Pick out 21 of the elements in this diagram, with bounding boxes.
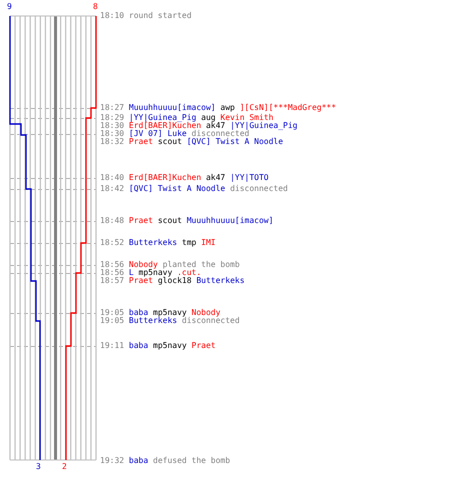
log-entry: 18:30 [JV 07] Luke disconnected [100, 130, 250, 138]
log-entry: 19:05 baba mp5navy Nobody [100, 309, 220, 317]
log-entry: 18:40 Erd[BAER]Kuchen ak47 |YY|TOTO [100, 174, 269, 182]
log-entry: 18:48 Praet scout Muuuhhuuuu[imacow] [100, 217, 274, 225]
team-count: 2 [62, 463, 67, 471]
log-entry: 18:42 [QVC] Twist A Noodle disconnected [100, 185, 288, 193]
log-entry: 18:27 Muuuhhuuuu[imacow] awp ][CsN][***MadGreg*** [100, 104, 336, 112]
log-entry: 19:32 baba defused the bomb [100, 457, 230, 465]
team-count: 3 [36, 463, 41, 471]
log-entry: 18:52 Butterkeks tmp IMI [100, 239, 216, 247]
team-count: 9 [7, 3, 12, 11]
log-entry: 18:32 Praet scout [QVC] Twist A Noodle [100, 138, 284, 146]
log-entry: 18:56 L mp5navy .cut. [100, 269, 202, 277]
log-entry: 18:57 Praet glock18 Butterkeks [100, 277, 245, 285]
log-entry: 18:56 Nobody planted the bomb [100, 261, 240, 269]
log-entry: 19:05 Butterkeks disconnected [100, 317, 240, 325]
log-entry: 18:10 round started [100, 12, 192, 20]
team-count: 8 [93, 3, 98, 11]
log-entry: 18:29 |YY|Guinea_Pig aug Kevin Smith [100, 114, 274, 122]
log-entry: 19:11 baba mp5navy Praet [100, 342, 216, 350]
log-entry: 18:30 Erd[BAER]Kuchen ak47 |YY|Guinea_Pig [100, 122, 298, 130]
